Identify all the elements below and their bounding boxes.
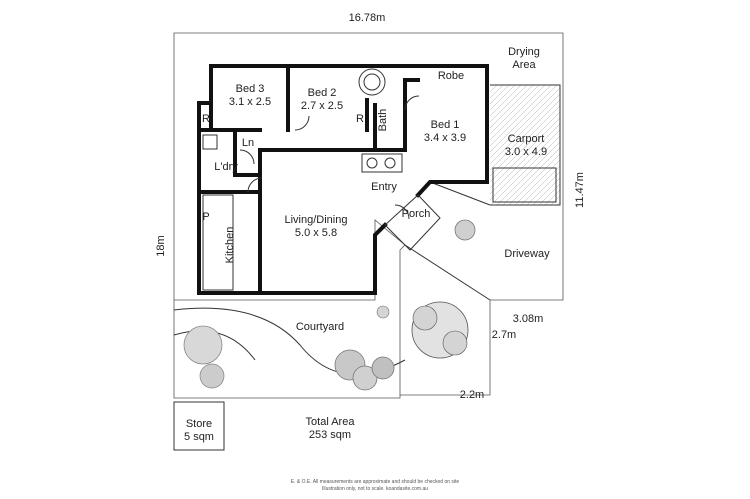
- driveway-edge: [404, 244, 491, 301]
- cooktop: [361, 153, 403, 173]
- total-area-label: Total Area: [306, 416, 356, 428]
- room-entry: Entry: [371, 181, 397, 193]
- carport-area: [490, 85, 560, 205]
- room-robe-r2: R: [356, 113, 364, 125]
- disclaimer-line-1: E. & O.E. All measurements are approxima…: [291, 479, 460, 485]
- label-drying-2: Area: [512, 59, 536, 71]
- room-porch: Porch: [402, 208, 431, 220]
- label-store-name: Store: [186, 418, 212, 430]
- room-living-size: 5.0 x 5.8: [295, 227, 337, 239]
- house-walls: [197, 64, 489, 295]
- room-carport-name: Carport: [508, 133, 545, 145]
- courtyard-boundary: [173, 300, 230, 399]
- total-area-value: 253 sqm: [309, 429, 351, 441]
- door-swing: [394, 204, 410, 220]
- room-linen: Ln: [242, 137, 254, 149]
- room-bed2-size: 2.7 x 2.5: [301, 100, 343, 112]
- door-swing: [239, 149, 255, 165]
- room-robe: Robe: [438, 70, 464, 82]
- kitchen-bench: [202, 194, 234, 291]
- driveway-edge-2: [429, 181, 491, 206]
- room-pantry: P: [202, 211, 209, 223]
- carport-outline: [490, 84, 561, 206]
- room-bed1-name: Bed 1: [431, 119, 460, 131]
- burner-2: [384, 157, 396, 169]
- dimension-right: 11.47m: [574, 172, 586, 208]
- label-store-size: 5 sqm: [184, 431, 214, 443]
- garden-curve: [173, 330, 256, 361]
- shrub-group: [183, 219, 476, 391]
- door-swing: [294, 115, 310, 131]
- disclaimer-line-2: Illustration only, not to scale. koandas…: [322, 486, 428, 492]
- room-bed1-size: 3.4 x 3.9: [424, 132, 466, 144]
- carport-post-box: [492, 167, 557, 203]
- room-bed3-name: Bed 3: [236, 83, 265, 95]
- laundry-tub: [202, 134, 218, 150]
- bath-tub-inner: [363, 73, 381, 91]
- label-driveway: Driveway: [504, 248, 550, 260]
- door-swing: [247, 177, 263, 193]
- label-drying-1: Drying: [508, 46, 540, 58]
- bath-tub: [358, 68, 386, 96]
- room-bed3-size: 3.1 x 2.5: [229, 96, 271, 108]
- dimension-driveway: 3.08m: [513, 313, 544, 325]
- room-carport-size: 3.0 x 4.9: [505, 146, 547, 158]
- room-living-name: Living/Dining: [285, 214, 348, 226]
- door-swing: [404, 95, 420, 111]
- property-boundary: [173, 32, 564, 396]
- room-robe-r1: R: [202, 113, 210, 125]
- dimension-courtyard-edge: 2.7m: [492, 329, 516, 341]
- store-outline: [173, 401, 225, 451]
- room-bed2-name: Bed 2: [308, 87, 337, 99]
- label-courtyard: Courtyard: [296, 321, 344, 333]
- room-bath: Bath: [377, 109, 389, 132]
- dimension-top: 16.78m: [349, 12, 386, 24]
- burner-1: [366, 157, 378, 169]
- lower-boundary: [230, 395, 401, 399]
- dimension-left: 18m: [155, 235, 167, 256]
- dimension-bottom-edge: 2.2m: [460, 389, 484, 401]
- room-kitchen: Kitchen: [224, 227, 236, 264]
- porch-outline: [384, 194, 441, 251]
- room-laundry: L'dry: [214, 161, 238, 173]
